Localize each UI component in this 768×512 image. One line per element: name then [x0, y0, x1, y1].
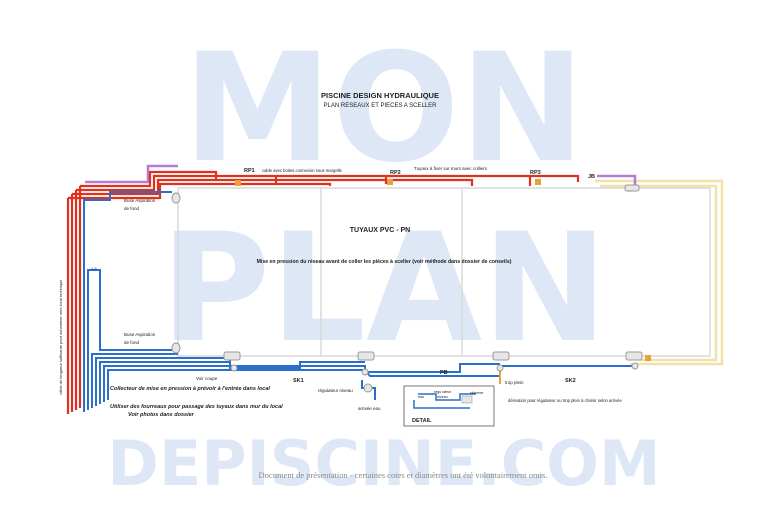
sk2-valve [631, 362, 639, 370]
skimmer-2 [492, 351, 510, 361]
buse-bottom-label-2: de fond [124, 340, 140, 345]
plan-title: PISCINE DESIGN HYDRAULIQUE [321, 91, 439, 100]
buse-bottom-fitting [171, 342, 181, 354]
purple-line-right [597, 174, 637, 186]
red-line-4 [68, 182, 332, 200]
detail-skimmer [461, 395, 473, 404]
tag-jb: JB [588, 174, 595, 180]
buse-top-fitting [171, 192, 181, 204]
tag-rp1: RP1 [244, 168, 255, 174]
plan-subtitle: PLAN RESEAUX ET PIECES A SCELLER [324, 103, 438, 109]
rp3-marker [535, 179, 541, 185]
detail-eau-label: eau [418, 395, 424, 399]
red-line-2 [76, 174, 580, 192]
tag-rp3: RP3 [530, 170, 541, 176]
fittings [171, 184, 643, 393]
purple-line-left [85, 164, 178, 184]
buse-top-label-1: Buse Aspiration [124, 198, 156, 203]
blue-line-top [83, 191, 172, 412]
detail-box: régu lateur niveau skimmer eau DETAIL [403, 385, 495, 427]
yellow-line-1 [595, 179, 724, 366]
small-side-label: 1.5 [91, 266, 97, 271]
red-lines [66, 170, 580, 414]
pool-label: TUYAUX PVC - PN [350, 227, 410, 234]
skimmer-mid [357, 351, 375, 361]
regulateur-label: régulateur niveau [318, 388, 353, 393]
sleeves-note: Utiliser des fourreaux pour passage des … [110, 404, 283, 410]
rp1-marker [235, 180, 241, 186]
trop-plein-label: trop plein [505, 380, 524, 385]
wall-note: Tuyaux à fixer sur murs avec colliers [414, 166, 488, 171]
watermark-line-3: DEPISCINE.COM [107, 427, 660, 500]
detail-pipe-bottom [413, 400, 470, 409]
detail-regulateur-2: niveau [437, 395, 448, 399]
red-line-1 [80, 170, 218, 188]
blue-line-4 [91, 353, 178, 408]
pool-outline [177, 187, 711, 357]
boxes-note: cable avec boites connexion sous margell… [262, 168, 343, 173]
tag-sk2: SK2 [565, 378, 576, 384]
footer-note: Document de présentation - certaines cot… [259, 470, 548, 480]
yellow-line-2 [600, 184, 718, 362]
arrivee-eau-label: arrivée eau [358, 406, 381, 411]
detail-skimmer-label: skimmer [470, 391, 484, 395]
watermark-line-1: MON [183, 22, 585, 196]
detail-frame [403, 385, 495, 427]
yellow-lines [595, 179, 724, 366]
trop-plein-valve [496, 364, 504, 372]
buse-bottom-label-1: Buse Aspiration [124, 332, 156, 337]
vertical-cable-note: câble de longueur suffisante pour achemi… [58, 279, 63, 395]
orange-stubs [235, 179, 651, 384]
skimmer-3 [625, 351, 643, 361]
pressure-note: Mise en pression du réseau avant de coll… [257, 259, 512, 265]
detail-regulateur-1: régu lateur [434, 390, 452, 394]
skimmer-1 [223, 351, 241, 361]
purple-lines [85, 164, 637, 186]
detail-pipe-top [418, 393, 476, 401]
jb-fitting [624, 184, 640, 192]
watermark: MON PLAN DEPISCINE.COM [107, 22, 660, 500]
blue-line-sk1 [99, 361, 365, 404]
voir-coupe-label: Voir coupe [196, 376, 218, 381]
watermark-line-2: PLAN [160, 202, 607, 376]
detail-title: DETAIL [412, 418, 432, 424]
sk2-marker [645, 355, 651, 361]
tag-pb: PB [440, 370, 448, 376]
derivation-label: dérivation pour régulateur ou trop plein… [508, 398, 622, 403]
rp2-marker [387, 179, 393, 185]
pb-valve [361, 368, 369, 376]
photos-note: Voir photos dans dossier [128, 412, 195, 418]
blue-line-mid [87, 269, 172, 410]
tags: RP1 RP2 RP3 JB SK1 PB SK2 [244, 168, 595, 384]
tag-rp2: RP2 [390, 170, 401, 176]
buse-top-label-2: de fond [124, 206, 140, 211]
pool-rect [177, 187, 711, 357]
collector-note: Collecteur de mise en pression à prévoir… [110, 386, 270, 392]
sk1-valve [230, 364, 238, 372]
tag-sk1: SK1 [293, 378, 304, 384]
red-line-3 [72, 178, 474, 196]
regulateur-fitting [363, 383, 373, 393]
